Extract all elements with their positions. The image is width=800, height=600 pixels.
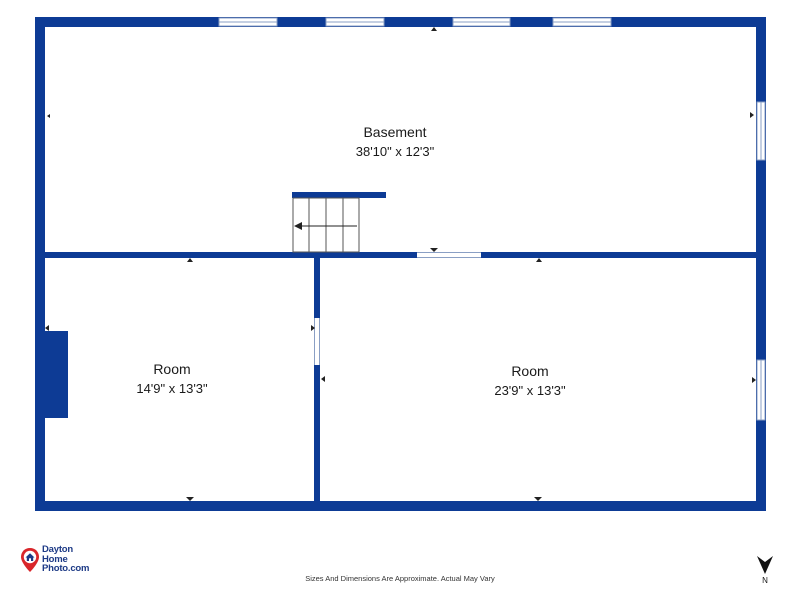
interior-wall-horizontal-right: [481, 252, 756, 258]
logo-wordmark: Dayton Home Photo.com: [42, 545, 89, 574]
north-arrow-icon: [757, 556, 773, 574]
room-label-basement: Basement 38'10" x 12'3": [300, 123, 490, 161]
north-indicator: N: [752, 552, 778, 592]
logo-line-2: Home: [42, 553, 68, 565]
stair-rail: [292, 192, 386, 198]
disclaimer-text: Sizes And Dimensions Are Approximate. Ac…: [305, 574, 495, 583]
room-name: Room: [511, 363, 549, 379]
window-top-4: [552, 17, 612, 27]
outer-wall-right: [756, 17, 766, 511]
room-label-right: Room 23'9" x 13'3": [450, 362, 610, 400]
doorway-horizontal: [417, 252, 481, 258]
outer-wall-bottom: [35, 501, 766, 511]
walls: [35, 17, 766, 511]
outer-wall-left: [35, 17, 45, 511]
room-dimensions: 14'9" x 13'3": [136, 381, 208, 396]
interior-wall-horizontal-left: [45, 252, 417, 258]
house-pin-icon: [21, 548, 39, 572]
dimension-ticks: [45, 27, 756, 501]
window-right-1: [756, 101, 766, 161]
logo-line-1: Dayton: [42, 544, 73, 555]
room-label-left: Room 14'9" x 13'3": [92, 360, 252, 398]
room-dimensions: 23'9" x 13'3": [494, 383, 566, 398]
room-dimensions: 38'10" x 12'3": [355, 144, 435, 159]
doorway-vertical: [314, 318, 320, 365]
window-top-1: [218, 17, 278, 27]
logo-line-3: Photo.com: [42, 563, 90, 574]
window-top-2: [325, 17, 385, 27]
stairs-icon: [294, 222, 302, 230]
interior-wall-vertical-top: [314, 258, 320, 318]
room-name: Room: [153, 361, 191, 377]
windows: [218, 17, 766, 421]
stairs: [292, 197, 360, 253]
brand-logo: Dayton Home Photo.com: [20, 545, 115, 575]
interior-wall-vertical-bottom: [314, 365, 320, 501]
north-label: N: [762, 576, 768, 585]
window-right-2: [756, 359, 766, 421]
window-top-3: [452, 17, 511, 27]
outer-wall-top: [35, 17, 766, 27]
doorways: [314, 252, 481, 365]
fireplace-block: [45, 331, 68, 418]
room-name: Basement: [363, 124, 427, 140]
